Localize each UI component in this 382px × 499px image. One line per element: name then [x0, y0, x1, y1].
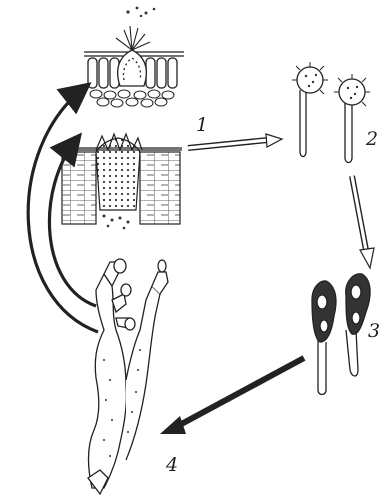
spores-stage-3	[312, 274, 370, 395]
arrow-3-to-4	[160, 358, 304, 434]
label-3: 3	[368, 322, 380, 341]
germinating-spore	[88, 259, 168, 494]
leaf-section-middle	[62, 134, 182, 229]
speckle-marks	[126, 7, 155, 18]
label-4: 4	[166, 456, 178, 475]
leaf-section-top	[84, 26, 184, 107]
arrow-2-to-3	[352, 176, 374, 268]
label-1: 1	[196, 116, 208, 135]
label-2: 2	[366, 130, 378, 149]
arrow-to-teliospores	[188, 134, 282, 148]
spores-stage-2	[292, 62, 370, 163]
